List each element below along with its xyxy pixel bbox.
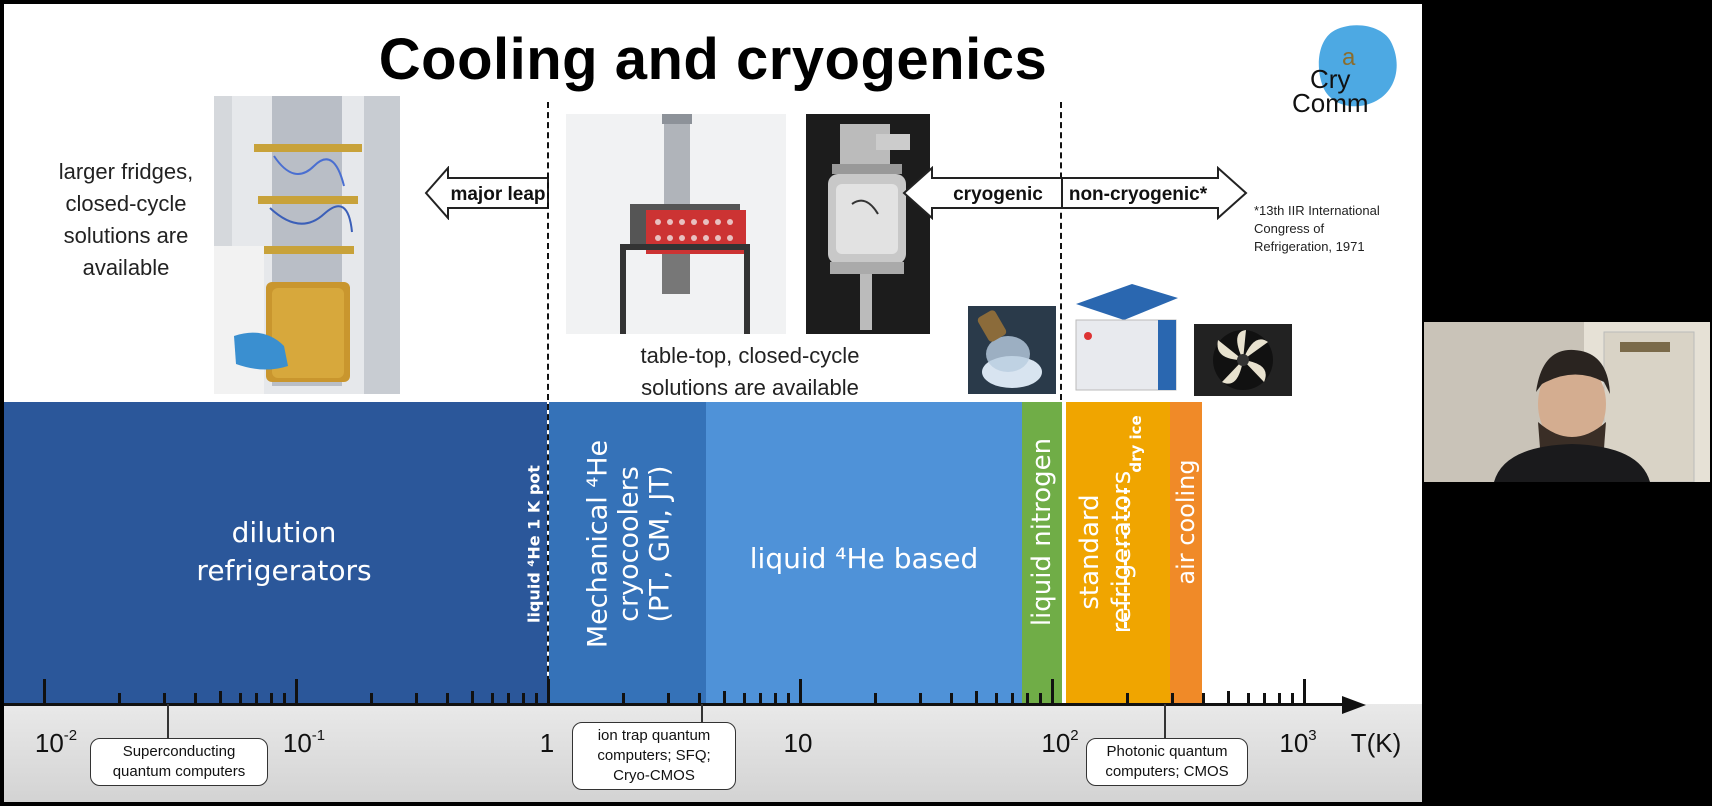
axis-tick	[994, 693, 998, 705]
tick-label-10: 10	[783, 728, 813, 758]
axis-tick	[1202, 693, 1206, 705]
footnote: *13th IIR International Congress of Refr…	[1254, 203, 1380, 254]
air-cooling-label: air cooling	[1172, 459, 1200, 585]
axis-tick	[786, 693, 790, 705]
callout-superconducting: Superconducting quantum computers	[90, 738, 268, 786]
axis-tick	[490, 693, 494, 705]
axis-tick	[950, 693, 954, 705]
middle-caption: table-top, closed-cycle solutions are av…	[640, 343, 860, 400]
freezer-photo	[1066, 276, 1186, 394]
tick-label-1: 1	[539, 728, 555, 758]
band-liquid-helium: liquid ⁴He based	[706, 402, 1022, 704]
axis-tick	[759, 693, 763, 705]
dilution-label: dilution refrigerators	[196, 516, 372, 587]
axis-tick	[798, 679, 802, 705]
axis-tick	[218, 691, 222, 705]
axis-tick	[1246, 693, 1250, 705]
tick-label-1000: 103	[1279, 727, 1317, 758]
axis-tick	[1011, 693, 1015, 705]
axis-tick	[282, 693, 286, 705]
mechanical-label: Mechanical ⁴He cryocoolers (PT, GM, JT)	[582, 439, 676, 649]
axis-arrowhead-icon	[1342, 696, 1366, 714]
axis-tick	[774, 693, 778, 705]
crycomm-logo: a Cry Comm	[1288, 22, 1404, 122]
axis-tick	[414, 693, 418, 705]
band-standard-refrigerators: standard refrigerators dry ice	[1066, 402, 1170, 704]
tick-label-0-01: 10-2	[34, 727, 78, 758]
band-liquid-nitrogen: liquid nitrogen	[1022, 402, 1062, 704]
presenter-webcam	[1424, 322, 1710, 482]
callout-pointer-photonic	[1164, 704, 1166, 740]
temperature-axis-line	[4, 703, 1344, 706]
logo-line2: Comm	[1292, 88, 1369, 118]
logo-line1: Cry	[1310, 64, 1351, 94]
axis-tick	[1263, 693, 1267, 705]
band-air-cooling: air cooling	[1170, 402, 1202, 704]
liquid-he-label: liquid ⁴He based	[749, 542, 979, 575]
axis-tick	[546, 679, 550, 705]
callout-ion-trap: ion trap quantum computers; SFQ; Cryo-CM…	[572, 722, 736, 790]
axis-tick	[1126, 693, 1130, 705]
tick-label-0-1: 10-1	[282, 727, 326, 758]
standard-refrigerators-label: standard refrigerators	[1075, 470, 1137, 634]
axis-tick	[370, 693, 374, 705]
slide: Cooling and cryogenics a Cry Comm larger…	[4, 4, 1422, 802]
axis-tick	[918, 693, 922, 705]
axis-tick	[874, 693, 878, 705]
axis-tick	[470, 691, 474, 705]
band-dilution-refrigerators: dilution refrigerators	[4, 402, 547, 704]
logo-letter: a	[1342, 44, 1356, 71]
axis-tick	[534, 693, 538, 705]
axis-tick	[42, 679, 46, 705]
axis-tick	[622, 693, 626, 705]
axis-tick	[1226, 691, 1230, 705]
major-leap-arrow: major leap	[424, 166, 549, 220]
axis-tick	[1026, 693, 1030, 705]
liquid-helium-cryostat-photo	[806, 114, 930, 334]
cryogenic-label: cryogenic	[953, 184, 1043, 205]
divider-1k	[547, 102, 549, 702]
axis-tick	[522, 693, 526, 705]
axis-tick	[294, 679, 298, 705]
axis-tick	[507, 693, 511, 705]
axis-unit-label: T(K)	[1350, 728, 1402, 758]
axis-tick	[162, 693, 166, 705]
callout-pointer-superconducting	[167, 704, 169, 740]
pulse-tube-cryocooler-photo	[566, 114, 786, 334]
axis-tick	[1050, 679, 1054, 705]
axis-tick	[1290, 693, 1294, 705]
he-1k-pot-label: liquid ⁴He 1 K pot	[524, 465, 544, 623]
non-cryogenic-label: non-cryogenic*	[1069, 184, 1208, 205]
axis-tick	[1038, 693, 1042, 705]
logo-blob-icon	[1318, 25, 1397, 107]
axis-tick	[974, 691, 978, 705]
tick-label-100: 102	[1041, 727, 1079, 758]
callout-pointer-ion-trap	[701, 704, 703, 724]
axis-tick	[698, 693, 702, 705]
axis-tick	[1278, 693, 1282, 705]
axis-tick	[1170, 693, 1174, 705]
major-leap-label: major leap	[450, 184, 545, 205]
cooling-fan-photo	[1194, 324, 1292, 396]
band-mechanical-cryocoolers: Mechanical ⁴He cryocoolers (PT, GM, JT)	[549, 402, 706, 704]
slide-title: Cooling and cryogenics	[378, 27, 1048, 92]
axis-tick	[255, 693, 259, 705]
axis-tick	[722, 691, 726, 705]
axis-tick	[194, 693, 198, 705]
axis-tick	[666, 693, 670, 705]
liquid-nitrogen-label: liquid nitrogen	[1027, 437, 1057, 627]
axis-tick	[742, 693, 746, 705]
dry-ice-divider	[1124, 488, 1127, 628]
dry-ice-label: dry ice	[1127, 415, 1145, 473]
left-caption: larger fridges, closed-cycle solutions a…	[58, 159, 194, 280]
axis-tick	[270, 693, 274, 705]
callout-photonic: Photonic quantum computers; CMOS	[1086, 738, 1248, 786]
dilution-fridge-photo	[214, 96, 400, 394]
axis-tick	[238, 693, 242, 705]
cryogenic-arrow: cryogenic non-cryogenic*	[902, 166, 1248, 220]
axis-tick	[118, 693, 122, 705]
axis-tick	[446, 693, 450, 705]
axis-tick	[1302, 679, 1306, 705]
liquid-nitrogen-photo	[968, 306, 1056, 394]
